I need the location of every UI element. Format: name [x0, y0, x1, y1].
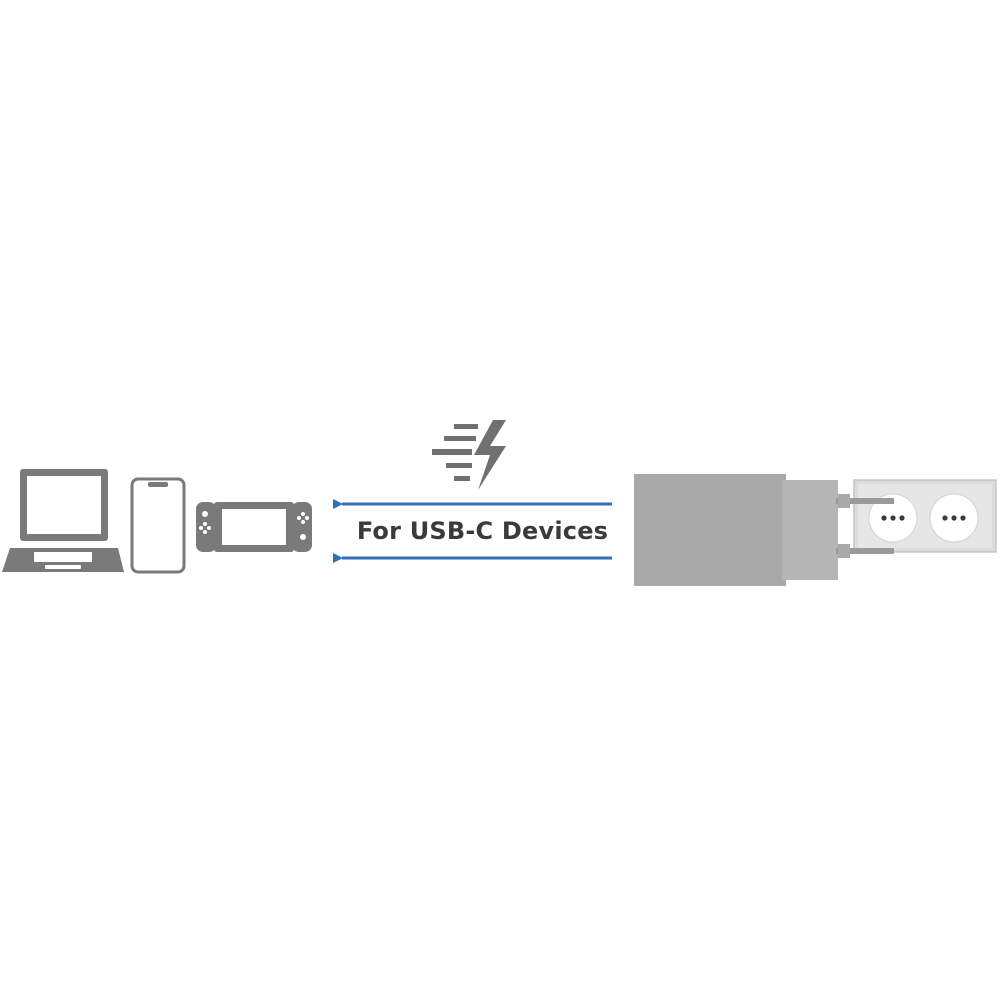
- handheld-console-icon: [196, 502, 312, 552]
- laptop-icon: [2, 469, 124, 572]
- charging-arrows: [333, 499, 612, 563]
- wall-socket-icon: [853, 479, 997, 553]
- wall-charger-icon: [634, 474, 894, 586]
- smartphone-icon: [130, 477, 186, 574]
- fast-charge-lightning-icon: [432, 420, 506, 490]
- usb-c-devices-caption: For USB-C Devices: [356, 517, 609, 545]
